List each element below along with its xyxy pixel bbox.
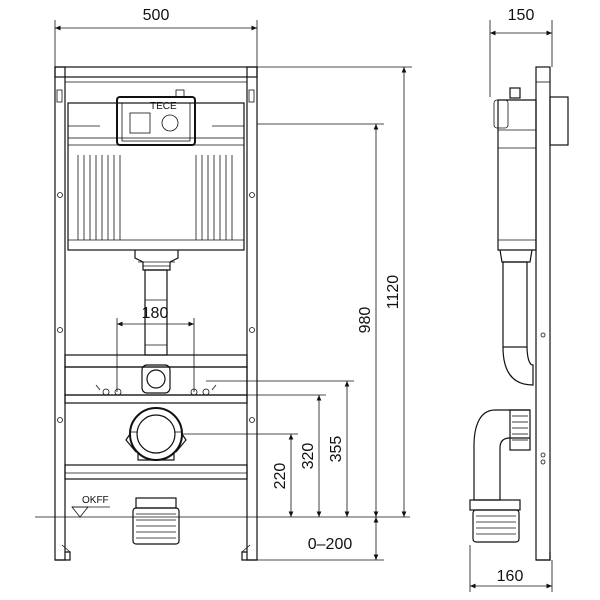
front-view: TECE — [35, 66, 410, 561]
water-inlet — [141, 364, 171, 394]
dim-side-width-top: 150 — [508, 7, 535, 24]
brand-label: TECE — [150, 101, 177, 112]
flush-pipe — [134, 250, 179, 356]
floor-level-marker: OKFF — [35, 495, 410, 518]
dim-height-355: 355 — [328, 436, 345, 463]
dim-height-320: 320 — [300, 443, 317, 470]
side-view — [469, 66, 569, 561]
dim-floor-range: 0–200 — [308, 536, 353, 553]
post-holes — [56, 89, 255, 423]
side-flush-pipe — [502, 261, 534, 386]
frame-feet — [55, 544, 257, 561]
dim-height-total: 1120 — [385, 275, 402, 310]
dim-pipe-spacing: 180 — [142, 305, 169, 322]
left-post — [54, 66, 66, 561]
floor-level-label: OKFF — [82, 495, 109, 506]
right-post — [246, 66, 258, 561]
top-bar — [54, 66, 258, 78]
cistern: TECE — [67, 89, 245, 251]
dim-height-220: 220 — [272, 463, 289, 490]
dim-height-980: 980 — [357, 307, 374, 334]
dimension-lines: 500 150 160 180 1120 980 355 320 — [54, 7, 553, 592]
waste-outlet — [125, 407, 187, 461]
side-flush-plate — [549, 96, 569, 146]
dim-side-width-bottom: 160 — [497, 568, 524, 585]
drain-pipe-front — [132, 497, 180, 545]
side-cistern — [493, 87, 537, 263]
dim-front-width: 500 — [143, 7, 170, 24]
side-post — [535, 66, 551, 561]
side-waste-bend — [469, 409, 531, 543]
